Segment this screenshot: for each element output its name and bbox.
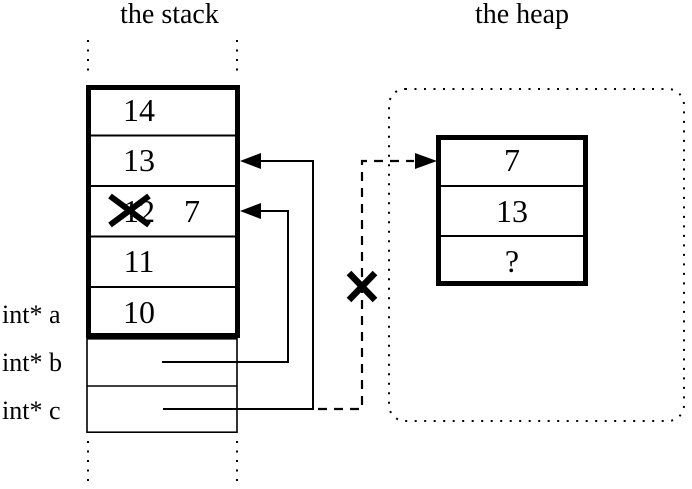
stack-cell-value-14: 14 [123, 92, 155, 128]
stack-cell-value-12-crossed: 12 [123, 193, 155, 229]
heap-cell-value-13: 13 [496, 193, 528, 229]
heap-block-box [436, 135, 588, 286]
stack-column-guides [87, 40, 238, 486]
pointer-c-line [163, 160, 314, 410]
heap-region-outline [388, 88, 685, 422]
heap-cell-dividers [439, 185, 585, 237]
stack-cell-dividers [89, 134, 238, 288]
stack-frame-box [86, 85, 240, 338]
deleted-pointer-x-icon [346, 270, 378, 303]
stack-cell-value-13: 13 [123, 142, 155, 178]
pointer-var-label-b: int* b [2, 348, 62, 377]
pointer-var-label-a: int* a [2, 300, 61, 329]
stack-title: the stack [120, 0, 219, 30]
heap-title: the heap [474, 0, 570, 30]
overwritten-value-x-icon [108, 193, 151, 228]
heap-cell-value-7: 7 [504, 142, 520, 178]
pointer-b-line [162, 210, 289, 363]
dangling-heap-pointer-arrow [318, 153, 437, 411]
pointer-b-arrow [162, 203, 289, 363]
stack-cell-new-value-7: 7 [184, 193, 200, 229]
arrowhead-icon [240, 153, 261, 169]
heap-cell-value-unknown: ? [504, 243, 520, 279]
arrowhead-icon [240, 203, 261, 219]
stack-cell-value-10: 10 [123, 294, 155, 330]
pointer-var-label-c: int* c [2, 396, 61, 425]
stack-cell-value-11: 11 [123, 243, 155, 279]
pointer-c-arrow [163, 153, 314, 410]
arrowhead-icon [415, 153, 437, 169]
